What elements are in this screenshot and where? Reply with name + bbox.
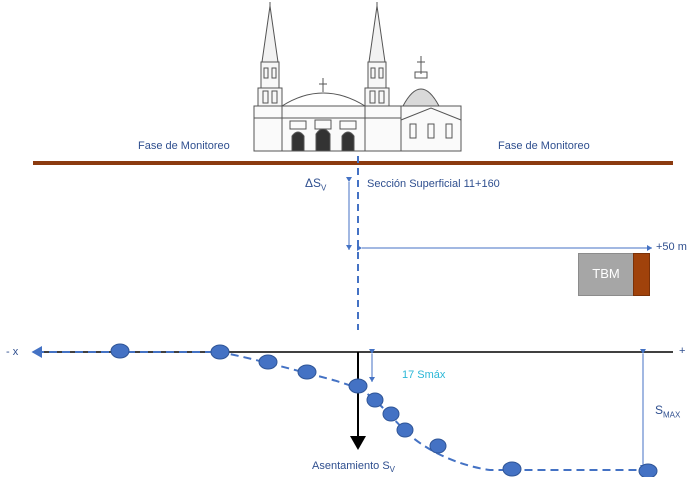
monitoring-point [210, 344, 230, 360]
delta-s-subscript: V [321, 183, 327, 193]
smax-subscript: MAX [663, 410, 681, 420]
monitoring-point [348, 378, 368, 394]
smax-text: S [655, 403, 664, 417]
monitoring-point [366, 392, 384, 408]
monitoring-point [502, 461, 522, 477]
monitoring-point [110, 343, 130, 359]
x-negative-label: - x [6, 346, 19, 358]
settlement-label: Asentamiento SV [312, 460, 395, 474]
monitoring-label-left: Fase de Monitoreo [138, 140, 230, 152]
smax-label: SMAX [655, 403, 680, 419]
x-positive-label: + [679, 345, 686, 357]
monitoring-label-right: Fase de Monitoreo [498, 140, 590, 152]
tbm-cutter-head [633, 253, 650, 296]
monitoring-point [382, 406, 400, 422]
settlement-curve [36, 351, 648, 471]
settlement-subscript: V [389, 465, 395, 475]
tbm-label: TBM [592, 266, 620, 281]
settlement-text: Asentamiento S [312, 460, 390, 472]
cathedral-illustration [253, 2, 462, 152]
monitoring-point [297, 364, 317, 380]
fraction-smax-label: 17 Smáx [402, 369, 446, 381]
distance-label: +50 m [656, 241, 687, 253]
monitoring-point [258, 354, 278, 370]
monitoring-point [396, 422, 414, 438]
section-label: Sección Superficial 11+160 [367, 178, 500, 190]
delta-s-text: ΔS [305, 176, 322, 190]
monitoring-point [638, 463, 658, 477]
delta-s-label: ΔSV [305, 176, 326, 192]
monitoring-point [429, 438, 447, 454]
monitoring-points [110, 343, 658, 477]
